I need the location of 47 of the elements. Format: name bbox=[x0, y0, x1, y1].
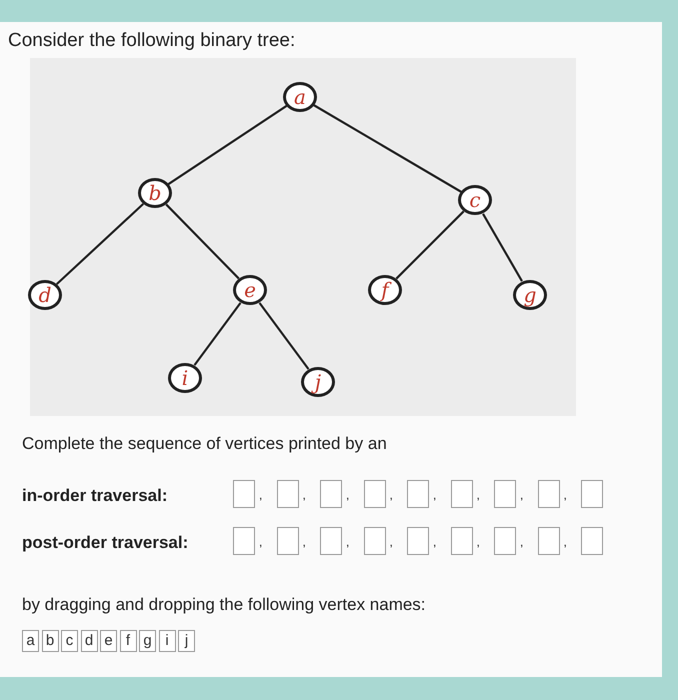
comma: , bbox=[520, 535, 524, 549]
vertex-circle: d bbox=[28, 280, 62, 310]
vertex-circle: c bbox=[458, 185, 492, 215]
comma: , bbox=[346, 535, 350, 549]
comma: , bbox=[520, 488, 524, 502]
comma: , bbox=[433, 488, 436, 502]
vertex-circle: f bbox=[368, 275, 402, 305]
tree-edge bbox=[168, 104, 288, 186]
comma: , bbox=[476, 535, 480, 549]
comma: , bbox=[564, 535, 567, 549]
vertex-circle: a bbox=[283, 82, 317, 112]
heading: Consider the following binary tree: bbox=[8, 30, 296, 52]
vertex-circle: j bbox=[301, 367, 335, 397]
draggable-tile: j bbox=[178, 630, 195, 652]
comma: , bbox=[259, 535, 262, 549]
row-label: post-order traversal: bbox=[22, 533, 188, 553]
row-label: in-order traversal: bbox=[22, 486, 168, 506]
tree-edge bbox=[165, 204, 240, 280]
draggable-tile: e bbox=[100, 630, 117, 652]
vertex-circle: e bbox=[233, 275, 267, 305]
draggable-tile: f bbox=[120, 630, 136, 652]
draggable-tile: c bbox=[61, 630, 78, 652]
comma: , bbox=[433, 535, 436, 549]
comma: , bbox=[302, 488, 306, 502]
tree-edge bbox=[258, 302, 310, 370]
draggable-tile: b bbox=[42, 630, 58, 652]
tree-edge bbox=[482, 213, 523, 282]
tree-edge bbox=[313, 104, 462, 193]
comma: , bbox=[259, 488, 262, 502]
tree-edge bbox=[194, 302, 242, 366]
comma: , bbox=[564, 488, 567, 502]
tree-edge bbox=[56, 203, 144, 285]
draggable-tile: a bbox=[22, 630, 39, 652]
vertex-circle: i bbox=[168, 363, 202, 393]
vertex-circle: g bbox=[513, 280, 547, 310]
draggable-tile: d bbox=[80, 630, 98, 652]
vertex-circle: b bbox=[138, 178, 172, 208]
tree-edge bbox=[396, 210, 464, 280]
instruction-text: Complete the sequence of vertices printed by an bbox=[22, 434, 387, 454]
instruction-text: by dragging and dropping the following vertex names: bbox=[22, 595, 426, 615]
draggable-tile: g bbox=[139, 630, 156, 652]
comma: , bbox=[390, 535, 393, 549]
comma: , bbox=[476, 488, 480, 502]
draggable-tile: i bbox=[158, 630, 176, 652]
comma: , bbox=[390, 488, 393, 502]
comma: , bbox=[346, 488, 350, 502]
comma: , bbox=[302, 535, 306, 549]
